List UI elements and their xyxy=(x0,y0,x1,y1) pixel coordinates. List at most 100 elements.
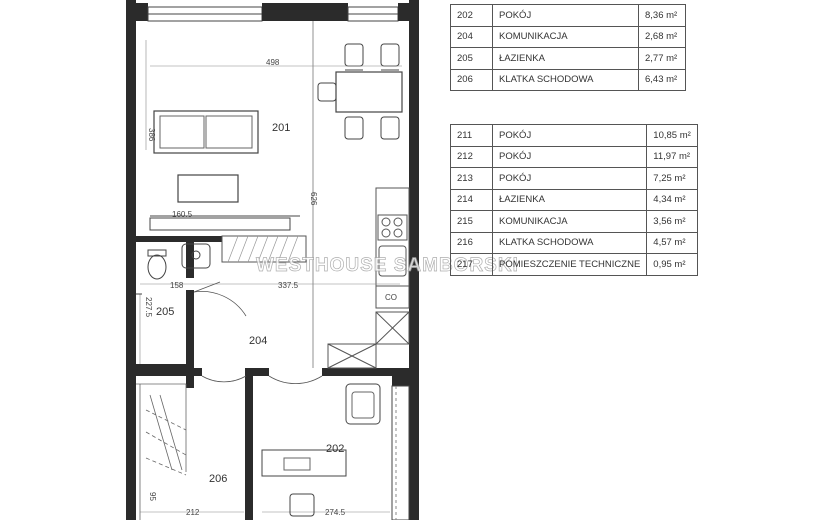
room-name: POKÓJ xyxy=(492,4,639,27)
dimension-626: 626 xyxy=(309,192,318,206)
coffee-table xyxy=(177,174,239,203)
dimension-158: 158 xyxy=(170,281,184,290)
room-number: 216 xyxy=(450,231,493,254)
wall-bathroom-top xyxy=(136,236,222,242)
room-label-202: 202 xyxy=(326,443,344,455)
room-number: 206 xyxy=(450,68,493,91)
room-label-205: 205 xyxy=(156,306,174,318)
bathroom-sink xyxy=(181,243,211,269)
dimension-95: 95 xyxy=(148,492,157,501)
wall-bathroom-right xyxy=(186,290,194,366)
desk xyxy=(261,449,347,477)
dimension-386: 386 xyxy=(147,128,156,142)
door-202 xyxy=(268,375,323,384)
door-206 xyxy=(201,375,247,383)
door-bathroom xyxy=(193,291,247,317)
room-area: 4,34 m² xyxy=(646,188,698,211)
room-name: ŁAZIENKA xyxy=(492,47,639,70)
room-area: 2,68 m² xyxy=(638,25,686,48)
room-name: KOMUNIKACJA xyxy=(491,210,648,233)
room-number: 217 xyxy=(450,253,493,276)
dimension-337-5: 337.5 xyxy=(278,281,299,290)
room-name: POKÓJ xyxy=(491,124,648,147)
wall-stair-right-stub xyxy=(186,376,194,388)
room-area: 11,97 m² xyxy=(646,145,698,168)
room-area: 0,95 m² xyxy=(646,253,698,276)
room-number: 205 xyxy=(450,47,493,70)
room-area: 7,25 m² xyxy=(646,167,698,190)
dimension-212: 212 xyxy=(186,508,200,517)
partition-bathroom xyxy=(186,242,194,278)
hatched-wardrobe xyxy=(221,235,307,263)
room-number: 211 xyxy=(450,124,493,147)
room-name: KOMUNIKACJA xyxy=(492,25,639,48)
wall-202-top xyxy=(322,368,409,376)
room-area: 6,43 m² xyxy=(638,68,686,91)
wall-202-left xyxy=(245,368,269,376)
co-symbol: CO xyxy=(385,293,397,302)
wall-top-left xyxy=(136,3,148,21)
kitchen-column-box xyxy=(375,187,410,309)
toilet xyxy=(147,254,167,280)
wall-top-middle xyxy=(262,3,348,21)
desk-chair xyxy=(289,493,315,517)
room-name: ŁAZIENKA xyxy=(491,188,648,211)
room-area: 3,56 m² xyxy=(646,210,698,233)
dimension-498: 498 xyxy=(266,58,280,67)
cabinet-hatched xyxy=(327,343,377,369)
room-number: 204 xyxy=(450,25,493,48)
dimension-160-5: 160.5 xyxy=(172,210,193,219)
room-label-206: 206 xyxy=(209,473,227,485)
room-area: 10,85 m² xyxy=(646,124,698,147)
wall-right xyxy=(409,0,419,520)
room-label-204: 204 xyxy=(249,335,267,347)
tv-cabinet xyxy=(149,217,291,231)
room-name: KLATKA SCHODOWA xyxy=(491,231,648,254)
cooktop xyxy=(377,214,408,241)
dimension-227-5: 227.5 xyxy=(144,297,153,318)
room-name: KLATKA SCHODOWA xyxy=(492,68,639,91)
kitchen-sink xyxy=(378,245,407,277)
wall-stair-top xyxy=(126,368,202,376)
wardrobe-box xyxy=(375,311,410,345)
room-name: POMIESZCZENIE TECHNICZNE xyxy=(491,253,648,276)
room-name: POKÓJ xyxy=(491,145,648,168)
room-area: 8,36 m² xyxy=(638,4,686,27)
room-number: 215 xyxy=(450,210,493,233)
armchair xyxy=(345,383,381,425)
room-number: 213 xyxy=(450,167,493,190)
dining-chairs xyxy=(317,43,400,140)
sofa xyxy=(153,110,259,154)
room-area: 4,57 m² xyxy=(646,231,698,254)
wall-between-206-202 xyxy=(245,368,253,520)
dining-table xyxy=(335,71,403,113)
wall-left xyxy=(126,0,136,520)
staircase xyxy=(136,383,187,520)
room-number: 212 xyxy=(450,145,493,168)
wall-202-right-detail xyxy=(392,376,409,386)
room-name: POKÓJ xyxy=(491,167,648,190)
room-number: 214 xyxy=(450,188,493,211)
wall-top-right xyxy=(398,3,409,21)
room-number: 202 xyxy=(450,4,493,27)
wardrobe-202 xyxy=(391,385,410,520)
room-area: 2,77 m² xyxy=(638,47,686,70)
room-label-201: 201 xyxy=(272,122,290,134)
dimension-274-5: 274.5 xyxy=(325,508,346,517)
